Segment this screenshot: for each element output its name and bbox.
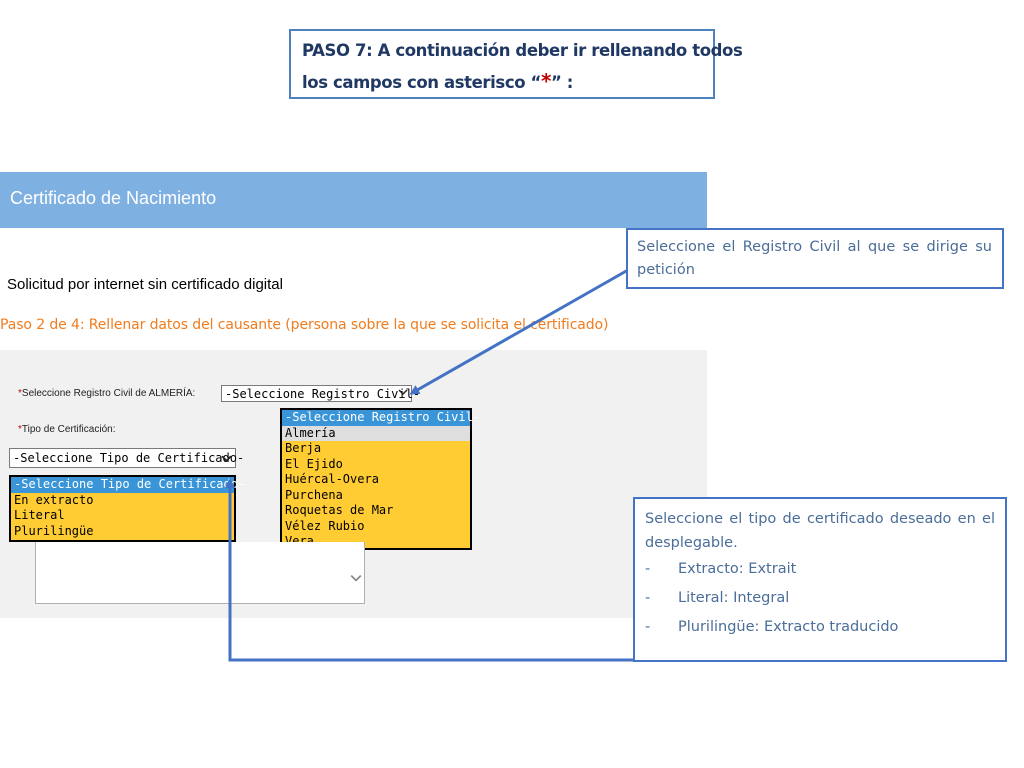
- instruction-line-2-suffix: ” :: [551, 73, 573, 92]
- cert-type-select-value: -Seleccione Tipo de Certificado-: [13, 451, 245, 465]
- registry-select[interactable]: -Seleccione Registro Civil-: [221, 385, 420, 402]
- cert-callout-item: - Literal: Integral: [645, 584, 995, 613]
- cert-type-option[interactable]: -Seleccione Tipo de Certificado-: [11, 477, 245, 493]
- registry-option[interactable]: Purchena: [285, 487, 343, 502]
- registry-option[interactable]: Berja: [285, 441, 322, 455]
- registry-label: *Seleccione Registro Civil de ALMERÍA:: [18, 388, 195, 399]
- required-mark: *: [18, 424, 22, 435]
- cert-type-label: *Tipo de Certificación:: [18, 424, 115, 435]
- chevron-down-icon[interactable]: [350, 572, 362, 584]
- step-indicator: Paso 2 de 4: Rellenar datos del causante…: [0, 317, 609, 333]
- registry-label-text: Seleccione Registro Civil de ALMERÍA:: [21, 388, 196, 399]
- registry-option[interactable]: -Seleccione Registro Civil-: [282, 410, 480, 426]
- cert-callout-item-text: Extracto: Extrait: [678, 561, 797, 577]
- bullet-dash: -: [645, 619, 651, 635]
- cert-callout-item: - Extracto: Extrait: [645, 555, 995, 584]
- cert-callout-arrow: [225, 478, 633, 662]
- registry-dropdown-list: -Seleccione Registro Civil- Almería Berj…: [280, 408, 480, 550]
- registry-option[interactable]: Vélez Rubio: [285, 518, 365, 533]
- instruction-box: PASO 7: A continuación deber ir rellenan…: [289, 29, 743, 99]
- instruction-line-2: los campos con asterisco “*” :: [302, 66, 703, 98]
- page-header: [0, 172, 707, 228]
- required-mark: *: [18, 388, 22, 399]
- cert-type-callout: Seleccione el tipo de certificado desead…: [633, 497, 1007, 662]
- cert-type-option[interactable]: En extracto: [14, 492, 94, 507]
- cert-type-label-text: Tipo de Certificación:: [21, 424, 116, 435]
- page-subtitle: Solicitud por internet sin certificado d…: [7, 276, 283, 293]
- registry-callout: Seleccione el Registro Civil al que se d…: [626, 228, 1004, 289]
- registry-select-value: -Seleccione Registro Civil-: [225, 387, 421, 401]
- cert-callout-item: - Plurilingüe: Extracto traducido: [645, 613, 995, 642]
- registry-option[interactable]: El Ejido: [285, 456, 343, 471]
- chevron-down-icon: [398, 389, 408, 396]
- cert-callout-item-text: Literal: Integral: [678, 590, 790, 606]
- registry-callout-arrow: [409, 268, 629, 395]
- cert-type-option[interactable]: Literal: [14, 508, 65, 522]
- registry-option[interactable]: Almería: [282, 425, 470, 441]
- chevron-down-icon: [221, 455, 232, 462]
- cert-type-dropdown-list: -Seleccione Tipo de Certificado- En extr…: [9, 475, 245, 542]
- registry-option[interactable]: Roquetas de Mar: [285, 503, 394, 517]
- instruction-line-1: PASO 7: A continuación deber ir rellenan…: [302, 41, 743, 60]
- cert-callout-intro: Seleccione el tipo de certificado desead…: [645, 511, 995, 551]
- bullet-dash: -: [645, 561, 651, 577]
- cert-type-option[interactable]: Plurilingüe: [14, 523, 94, 538]
- instruction-line-2-prefix: los campos con asterisco “: [302, 73, 541, 92]
- bullet-dash: -: [645, 590, 651, 606]
- cert-type-select[interactable]: -Seleccione Tipo de Certificado-: [9, 448, 244, 468]
- observations-textarea[interactable]: [35, 542, 365, 604]
- asterisk-mark: *: [540, 69, 551, 93]
- registry-option[interactable]: Huércal-Overa: [285, 472, 379, 486]
- page-title: Certificado de Nacimiento: [10, 188, 217, 208]
- cert-callout-item-text: Plurilingüe: Extracto traducido: [678, 619, 899, 635]
- registry-callout-text: Seleccione el Registro Civil al que se d…: [637, 239, 992, 278]
